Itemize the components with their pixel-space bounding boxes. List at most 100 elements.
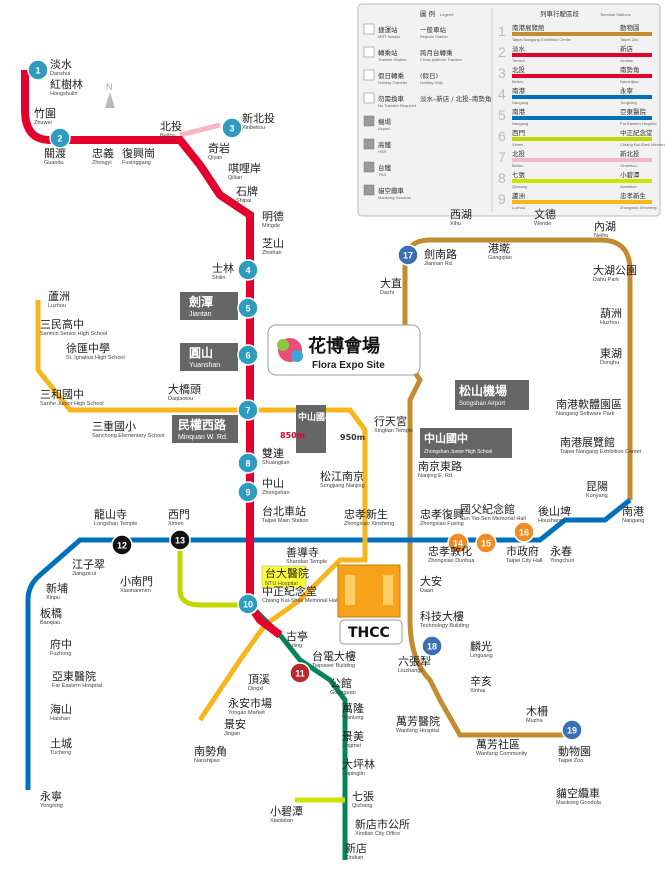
svg-text:Liuzhangli: Liuzhangli bbox=[398, 668, 423, 674]
svg-text:昆陽: 昆陽 bbox=[586, 480, 608, 493]
svg-text:Ximen: Ximen bbox=[168, 521, 184, 527]
svg-text:14: 14 bbox=[453, 539, 463, 549]
svg-text:七張: 七張 bbox=[512, 170, 526, 179]
svg-text:永寧: 永寧 bbox=[620, 86, 634, 95]
svg-text:松山機場: 松山機場 bbox=[459, 383, 507, 398]
svg-text:Gangqian: Gangqian bbox=[488, 255, 512, 261]
svg-text:Songjiang Nanjing: Songjiang Nanjing bbox=[320, 483, 365, 489]
svg-text:Luzhou: Luzhou bbox=[512, 205, 525, 210]
svg-text:Hongshulin: Hongshulin bbox=[50, 91, 78, 97]
svg-text:徐匯中學: 徐匯中學 bbox=[66, 341, 110, 355]
svg-text:3: 3 bbox=[498, 65, 506, 81]
svg-text:Xiaobitan: Xiaobitan bbox=[620, 184, 637, 189]
svg-text:文德: 文德 bbox=[534, 207, 556, 221]
svg-text:Zhishan: Zhishan bbox=[262, 250, 282, 256]
svg-text:忠孝敦化: 忠孝敦化 bbox=[428, 544, 472, 558]
svg-text:善導寺: 善導寺 bbox=[286, 545, 319, 559]
svg-text:古亭: 古亭 bbox=[286, 629, 308, 643]
svg-text:9: 9 bbox=[245, 488, 250, 498]
svg-text:Taipower Building: Taipower Building bbox=[312, 663, 355, 669]
svg-text:府中: 府中 bbox=[50, 637, 72, 651]
svg-text:三重國小: 三重國小 bbox=[92, 419, 136, 433]
svg-text:Xihu: Xihu bbox=[450, 221, 461, 227]
svg-text:貓空纜車: 貓空纜車 bbox=[378, 186, 405, 195]
svg-text:中正紀念堂: 中正紀念堂 bbox=[620, 128, 653, 137]
svg-text:Far Eastern Hospital: Far Eastern Hospital bbox=[52, 683, 102, 689]
legend-title: 圖 例 bbox=[420, 9, 435, 18]
svg-text:Beitou: Beitou bbox=[512, 79, 523, 84]
svg-text:Xiaobitan: Xiaobitan bbox=[270, 818, 293, 824]
svg-text:轉乘站: 轉乘站 bbox=[378, 48, 398, 57]
svg-text:Taipei City Hall: Taipei City Hall bbox=[506, 558, 542, 564]
distance-950: 950m bbox=[340, 433, 365, 442]
svg-text:小碧潭: 小碧潭 bbox=[620, 170, 640, 179]
svg-text:三民高中: 三民高中 bbox=[40, 317, 84, 331]
svg-text:Xingtian Temple: Xingtian Temple bbox=[374, 428, 413, 434]
svg-text:THCC: THCC bbox=[348, 625, 390, 641]
svg-text:圓山: 圓山 bbox=[189, 345, 213, 360]
svg-text:Yongan Market: Yongan Market bbox=[228, 710, 265, 716]
svg-text:萬隆: 萬隆 bbox=[342, 701, 364, 715]
svg-text:新北投: 新北投 bbox=[242, 111, 275, 125]
distance-850: 850m bbox=[280, 431, 305, 440]
svg-text:高鐵: 高鐵 bbox=[378, 140, 392, 149]
station-number-9: 9 bbox=[237, 481, 259, 503]
svg-text:三和國中: 三和國中 bbox=[40, 388, 84, 401]
svg-text:Airport: Airport bbox=[378, 126, 391, 131]
svg-text:Zhongshan: Zhongshan bbox=[262, 490, 290, 496]
svg-text:Zhongshan Junior High School: Zhongshan Junior High School bbox=[424, 449, 492, 455]
svg-text:Holiday Transfer: Holiday Transfer bbox=[378, 80, 408, 85]
svg-text:Xindian: Xindian bbox=[345, 855, 363, 861]
station-number-18: 18 bbox=[421, 635, 443, 657]
svg-text:Nangang: Nangang bbox=[622, 518, 644, 524]
station-number-5: 5 bbox=[237, 297, 259, 319]
svg-text:關渡: 關渡 bbox=[44, 146, 66, 160]
svg-text:北投: 北投 bbox=[512, 149, 526, 158]
svg-text:HSR: HSR bbox=[378, 149, 387, 154]
svg-text:17: 17 bbox=[403, 251, 413, 261]
svg-text:Guting: Guting bbox=[286, 643, 302, 649]
svg-text:東湖: 東湖 bbox=[600, 347, 622, 360]
svg-text:Sanmin Senior High School: Sanmin Senior High School bbox=[40, 331, 107, 337]
blue-line bbox=[25, 498, 632, 790]
svg-text:Zhongyi: Zhongyi bbox=[92, 160, 112, 166]
svg-text:Zhongxiao Xinsheng: Zhongxiao Xinsheng bbox=[620, 205, 656, 210]
svg-text:Daqiaotou: Daqiaotou bbox=[168, 396, 193, 402]
svg-text:木柵: 木柵 bbox=[526, 704, 548, 718]
svg-text:Sun Yat-Sen Memorial Hall: Sun Yat-Sen Memorial Hall bbox=[460, 516, 526, 522]
station-number-19: 19 bbox=[561, 719, 583, 741]
svg-text:景美: 景美 bbox=[342, 730, 364, 743]
svg-text:雙連: 雙連 bbox=[262, 446, 284, 460]
svg-text:N: N bbox=[106, 82, 113, 92]
svg-text:Shilin: Shilin bbox=[212, 275, 225, 281]
station-number-10: 10 bbox=[237, 593, 259, 615]
svg-text:大坪林: 大坪林 bbox=[342, 757, 375, 771]
